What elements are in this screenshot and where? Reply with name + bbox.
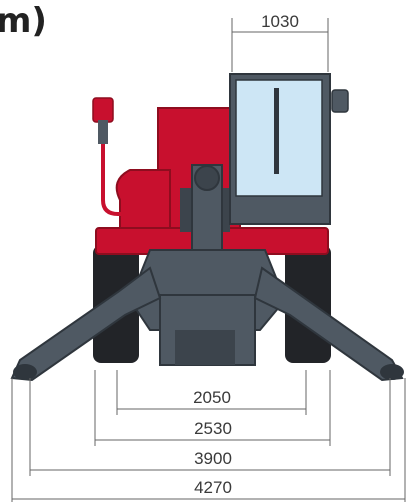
- chassis: [10, 249, 404, 382]
- dimension-label-outrigger-inner: 3900: [194, 449, 232, 468]
- cab: [229, 73, 349, 225]
- side-mirror-right: [331, 89, 349, 113]
- right-outrigger-pad: [380, 364, 404, 380]
- left-outrigger-pad: [13, 364, 37, 380]
- dimension-cab-width: 1030: [231, 12, 329, 72]
- dimension-label-cab-width: 1030: [261, 12, 299, 31]
- dimension-track-inner: 2050: [116, 370, 307, 415]
- dimension-outrigger-inner: 3900: [29, 378, 391, 476]
- handrail: [101, 144, 165, 216]
- dimension-label-track-outer: 2530: [194, 419, 232, 438]
- page-title-fragment: m): [0, 1, 47, 41]
- dimension-track-outer: 2530: [94, 370, 331, 446]
- wiper-arm: [274, 88, 279, 174]
- dimension-outrigger-outer: 4270: [11, 378, 406, 502]
- dimension-label-outrigger-outer: 4270: [194, 478, 232, 497]
- side-mirror-left: [92, 97, 114, 123]
- mirror-post: [98, 120, 108, 144]
- dimension-label-track-inner: 2050: [193, 388, 231, 407]
- left-fender: [115, 169, 171, 229]
- boom-pivot: [194, 165, 220, 191]
- axle-housing: [175, 330, 235, 365]
- left-mirror-assembly: [92, 97, 165, 216]
